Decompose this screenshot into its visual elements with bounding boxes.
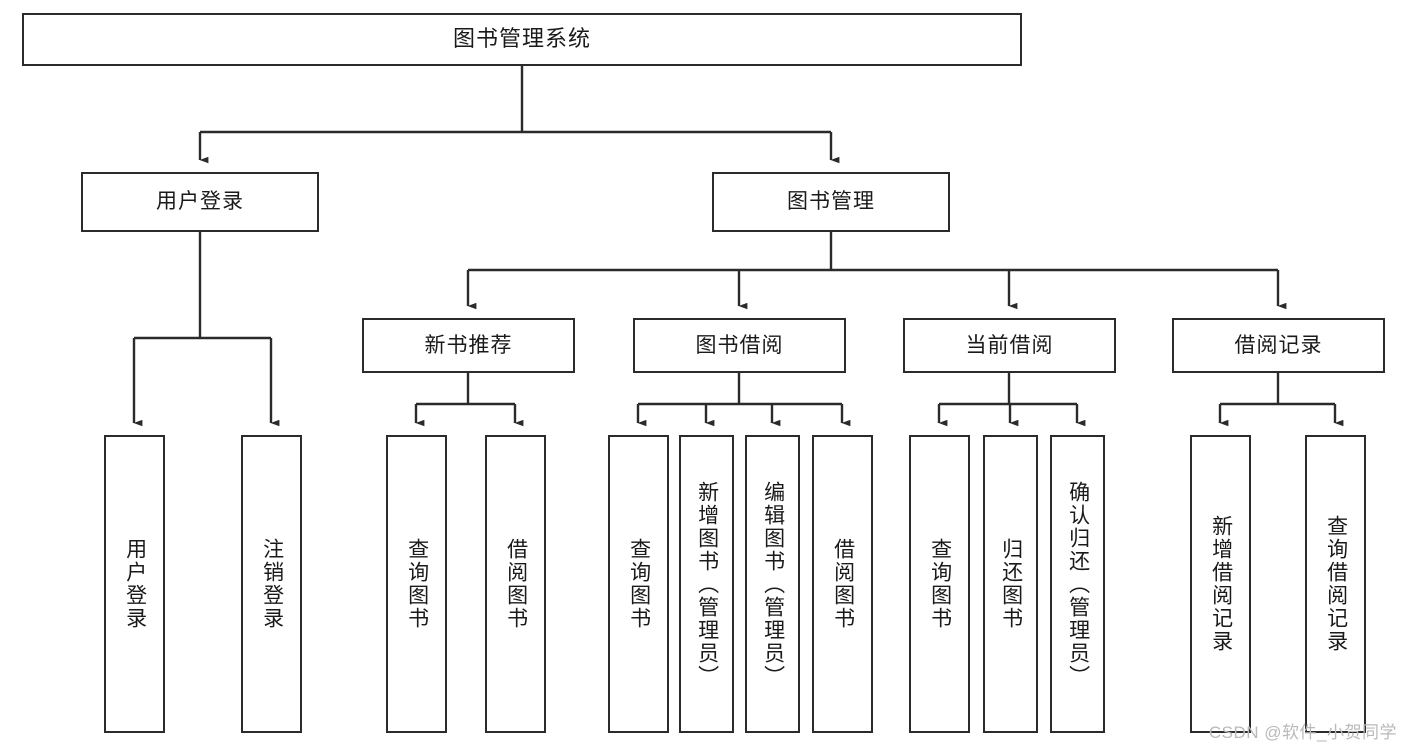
node-label: 借阅图书 — [831, 538, 855, 630]
node-label: 新增借阅记录 — [1209, 515, 1233, 653]
node-label: 归还图书 — [999, 538, 1023, 630]
node-leaf-3[interactable]: 查询图书 — [386, 435, 447, 733]
node-leaf-5[interactable]: 查询图书 — [608, 435, 669, 733]
node-label: 查询图书 — [928, 538, 952, 630]
node-label: 新书推荐 — [424, 333, 513, 357]
node-login[interactable]: 用户登录 — [81, 172, 319, 232]
node-leaf-8[interactable]: 借阅图书 — [812, 435, 873, 733]
node-label: 当前借阅 — [965, 333, 1054, 357]
node-label: 编辑图书（管理员） — [761, 480, 785, 688]
node-label: 用户登录 — [123, 538, 147, 630]
node-label: 确认归还（管理员） — [1066, 480, 1090, 688]
node-label: 图书管理 — [787, 190, 875, 214]
node-leaf-9[interactable]: 查询图书 — [909, 435, 970, 733]
node-leaf-7[interactable]: 编辑图书（管理员） — [745, 435, 800, 733]
node-leaf-2[interactable]: 注销登录 — [241, 435, 302, 733]
node-leaf-13[interactable]: 查询借阅记录 — [1305, 435, 1366, 733]
node-leaf-12[interactable]: 新增借阅记录 — [1190, 435, 1251, 733]
node-borrow[interactable]: 图书借阅 — [633, 318, 846, 373]
node-leaf-4[interactable]: 借阅图书 — [485, 435, 546, 733]
node-records[interactable]: 借阅记录 — [1172, 318, 1385, 373]
node-label: 注销登录 — [260, 538, 284, 630]
watermark-text: CSDN @软件_小贺同学 — [1208, 723, 1397, 742]
node-newbook[interactable]: 新书推荐 — [362, 318, 575, 373]
node-label: 借阅图书 — [504, 538, 528, 630]
node-label: 图书借阅 — [695, 333, 784, 357]
node-label: 图书管理系统 — [452, 26, 591, 52]
node-leaf-10[interactable]: 归还图书 — [983, 435, 1038, 733]
node-leaf-11[interactable]: 确认归还（管理员） — [1050, 435, 1105, 733]
node-root[interactable]: 图书管理系统 — [22, 13, 1022, 66]
node-label: 查询借阅记录 — [1324, 515, 1348, 653]
node-leaf-1[interactable]: 用户登录 — [104, 435, 165, 733]
node-label: 借阅记录 — [1234, 333, 1323, 357]
node-label: 查询图书 — [405, 538, 429, 630]
node-leaf-6[interactable]: 新增图书（管理员） — [679, 435, 734, 733]
node-current[interactable]: 当前借阅 — [903, 318, 1116, 373]
node-bookmgmt[interactable]: 图书管理 — [712, 172, 950, 232]
node-label: 用户登录 — [156, 190, 244, 214]
node-label: 新增图书（管理员） — [695, 480, 719, 688]
node-label: 查询图书 — [627, 538, 651, 630]
